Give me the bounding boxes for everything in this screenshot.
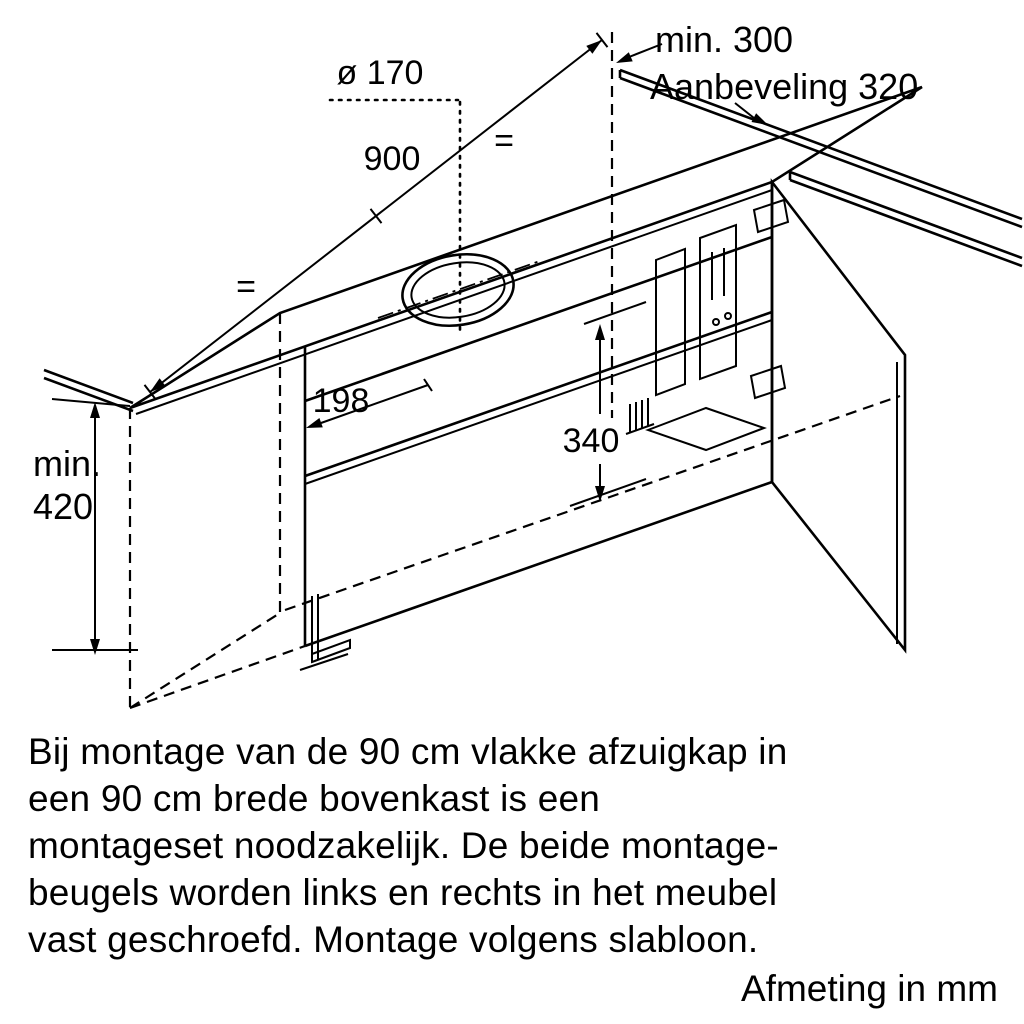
installation-note-line-1: Bij montage van de 90 cm vlakke afzuigka… <box>28 731 788 772</box>
units-note: Afmeting in mm <box>740 968 998 1009</box>
hinge-bottom <box>749 364 787 400</box>
cabinet <box>129 85 923 648</box>
dimension-min300-label: min. 300 <box>655 19 793 60</box>
dimension-min300: min. 300 Aanbeveling 320 <box>616 19 918 125</box>
dimension-340: 340 <box>563 301 647 507</box>
dimension-diameter-170: ø 170 <box>337 54 424 92</box>
installation-note-line-2: een 90 cm brede bovenkast is een <box>28 778 601 819</box>
installation-note-line-5: vast geschroefd. Montage volgens slabloo… <box>28 919 759 960</box>
equal-mark-right: = <box>494 122 514 160</box>
dimension-min420: min. 420 <box>33 398 138 655</box>
installation-note: Bij montage van de 90 cm vlakke afzuigka… <box>28 728 1008 963</box>
mounting-brackets <box>299 223 767 671</box>
dimension-198: 198 <box>306 378 433 428</box>
dimension-198-label: 198 <box>313 382 370 420</box>
installation-note-line-3: montageset noodzakelijk. De beide montag… <box>28 825 779 866</box>
cabinet-door <box>749 178 907 654</box>
hinge-top <box>752 198 790 234</box>
dimension-340-label: 340 <box>563 422 620 460</box>
wall-panels <box>43 68 1023 413</box>
hidden-edges <box>128 32 901 710</box>
equal-mark-left: = <box>236 268 256 306</box>
dimension-900-label: 900 <box>364 140 421 178</box>
installation-note-line-4: beugels worden links en rechts in het me… <box>28 872 778 913</box>
duct-hole <box>328 98 541 338</box>
dimension-diameter-label: ø 170 <box>337 54 424 92</box>
dimension-min420-label-min: min. <box>33 443 101 484</box>
dimensions: 900 = = ø 170 min. 300 Aanbeveling 320 <box>33 19 918 655</box>
dimension-recommendation-label: Aanbeveling 320 <box>650 66 918 107</box>
dimension-min420-label-value: 420 <box>33 486 93 527</box>
dimension-900: 900 = = <box>143 32 609 400</box>
